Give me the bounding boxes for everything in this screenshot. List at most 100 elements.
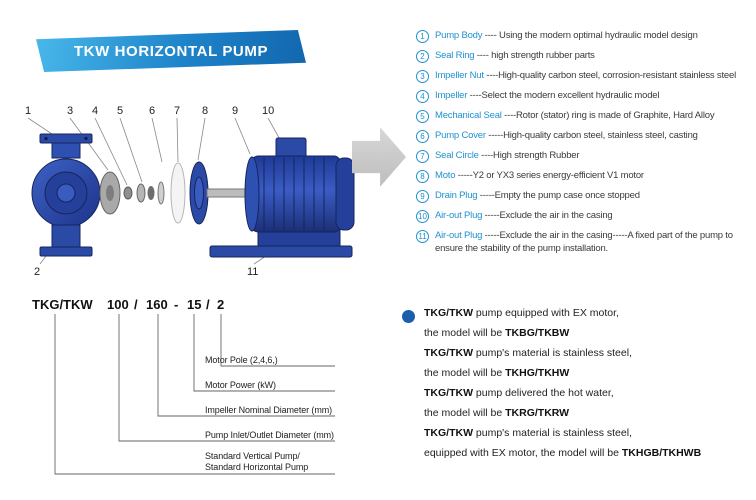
parts-list: 1 Pump Body ---- Using the modern optimal…: [416, 30, 754, 263]
fan-cowl: [335, 157, 355, 231]
part-name: Air-out Plug: [435, 210, 483, 221]
label-standard-horizontal: Standard Horizontal Pump: [205, 462, 309, 472]
part-item-4: 4 Impeller ----Select the modern excellen…: [416, 90, 754, 103]
seal-circle-disc: [170, 162, 186, 224]
mechanical-seal: [136, 183, 146, 203]
part-item-3: 3 Impeller Nut ----High-quality carbon st…: [416, 70, 754, 83]
page-title: TKW HORIZONTAL PUMP: [73, 42, 269, 60]
part-name: Seal Circle: [435, 150, 479, 161]
part-desc: ---- high strength rubber parts: [474, 50, 595, 61]
part-number-badge: 8: [416, 170, 429, 183]
part-desc: -----Empty the pump case once stopped: [477, 190, 640, 201]
part-desc: -----Y2 or YX3 series energy-efficient V…: [455, 170, 644, 181]
note-line-3: TKG/TKW pump's material is stainless ste…: [424, 347, 632, 359]
part-number-badge: 1: [416, 30, 429, 43]
label-inlet-outlet: Pump Inlet/Outlet Diameter (mm): [205, 430, 334, 440]
part-desc: ----Select the modern excellent hydrauli…: [467, 90, 660, 101]
part-name: Pump Body: [435, 30, 483, 41]
callout-7: 7: [174, 105, 180, 117]
part-item-6: 6 Pump Cover -----High-quality carbon ste…: [416, 130, 754, 143]
model-code-dash: -: [174, 297, 179, 312]
part-item-2: 2 Seal Ring ---- high strength rubber par…: [416, 50, 754, 63]
model-code-slash1: /: [134, 297, 138, 312]
callout-1: 1: [25, 105, 31, 117]
callout-11: 11: [247, 266, 258, 278]
pump-body: [31, 133, 101, 257]
part-name: Moto: [435, 170, 456, 181]
callout-2: 2: [34, 266, 40, 278]
part-name: Mechanical Seal: [435, 110, 502, 121]
part-desc: ----High-quality carbon steel, corrosion…: [483, 70, 736, 81]
motor-body: [251, 155, 341, 233]
impeller-nut: [123, 186, 133, 200]
part-desc: ----Rotor (stator) ring is made of Graph…: [501, 110, 715, 121]
label-standard-vertical: Standard Vertical Pump/: [205, 451, 300, 461]
part-desc: -----High-quality carbon steel, stainles…: [485, 130, 698, 141]
seal-ring: [157, 181, 165, 205]
part-number-badge: 9: [416, 190, 429, 203]
part-desc: -----Exclude the air in the casing: [482, 210, 613, 221]
part-name: Impeller Nut: [435, 70, 484, 81]
label-motor-pole: Motor Pole (2,4,6,): [205, 355, 278, 365]
callout-8: 8: [202, 105, 208, 117]
note-line-6: the model will be TKRG/TKRW: [424, 407, 570, 419]
part-desc: -----Exclude the air in the casing-----A…: [435, 230, 733, 254]
part-number-badge: 2: [416, 50, 429, 63]
note-line-1: TKG/TKW pump equipped with EX motor,: [424, 307, 619, 319]
seal-rotor: [147, 186, 155, 200]
motor-end-bell: [244, 156, 260, 232]
callout-3: 3: [67, 105, 73, 117]
part-number-badge: 4: [416, 90, 429, 103]
part-name: Impeller: [435, 90, 468, 101]
model-code-pole: 2: [217, 297, 225, 312]
note-line-2: the model will be TKBG/TKBW: [424, 327, 570, 339]
pump-diagram-svg: 1 3 4 5 6 7 8 9 10 2 11: [25, 105, 355, 278]
part-desc: ---- Using the modern optimal hydraulic …: [482, 30, 698, 41]
callout-10: 10: [262, 105, 274, 117]
part-item-9: 9 Drain Plug -----Empty the pump case onc…: [416, 190, 754, 203]
part-number-badge: 3: [416, 70, 429, 83]
note-line-4: the model will be TKHG/TKHW: [424, 367, 570, 379]
motor: [209, 137, 355, 258]
model-code-impeller: 160: [146, 297, 168, 312]
model-code-inlet: 100: [107, 297, 129, 312]
model-code-connector-lines: [54, 314, 335, 475]
part-number-badge: 10: [416, 210, 429, 223]
model-code-power: 15: [187, 297, 202, 312]
part-number-badge: 5: [416, 110, 429, 123]
motor-fins: [263, 158, 325, 230]
part-item-1: 1 Pump Body ---- Using the modern optimal…: [416, 30, 754, 43]
part-number-badge: 6: [416, 130, 429, 143]
header-banner: TKW HORIZONTAL PUMP: [36, 30, 306, 72]
callout-5: 5: [117, 105, 123, 117]
part-item-8: 8 Moto -----Y2 or YX3 series energy-effic…: [416, 170, 754, 183]
part-name: Drain Plug: [435, 190, 478, 201]
base-plate: [209, 245, 353, 258]
impeller-hub: [106, 185, 114, 201]
label-motor-power: Motor Power (kW): [205, 380, 276, 390]
note-line-8: equipped with EX motor, the model will b…: [424, 447, 702, 459]
part-name: Pump Cover: [435, 130, 486, 141]
label-impeller-diameter: Impeller Nominal Diameter (mm): [205, 405, 333, 415]
part-number-badge: 11: [416, 230, 429, 243]
callout-6: 6: [149, 105, 155, 117]
part-number-callouts: 1 3 4 5 6 7 8 9 10 2 11: [25, 105, 274, 278]
note-line-7: TKG/TKW pump's material is stainless ste…: [424, 427, 632, 439]
note-line-5: TKG/TKW pump delivered the hot water,: [424, 387, 614, 399]
part-name: Seal Ring: [435, 50, 475, 61]
pump-cover-hub: [194, 176, 204, 210]
bullet-dot-icon: [402, 310, 415, 323]
callout-9: 9: [232, 105, 238, 117]
model-code-series: TKG/TKW: [32, 297, 93, 312]
part-number-badge: 7: [416, 150, 429, 163]
part-item-7: 7 Seal Circle ----High strength Rubber: [416, 150, 754, 163]
variant-notes: TKG/TKW pump equipped with EX motor, the…: [424, 303, 754, 463]
callout-4: 4: [92, 105, 98, 117]
part-item-5: 5 Mechanical Seal ----Rotor (stator) ring…: [416, 110, 754, 123]
part-item-10: 10 Air-out Plug -----Exclude the air in t…: [416, 210, 754, 223]
model-code-slash2: /: [206, 297, 210, 312]
part-desc: ----High strength Rubber: [478, 150, 580, 161]
pump-exploded-diagram: 1 3 4 5 6 7 8 9 10 2 11: [14, 98, 376, 290]
